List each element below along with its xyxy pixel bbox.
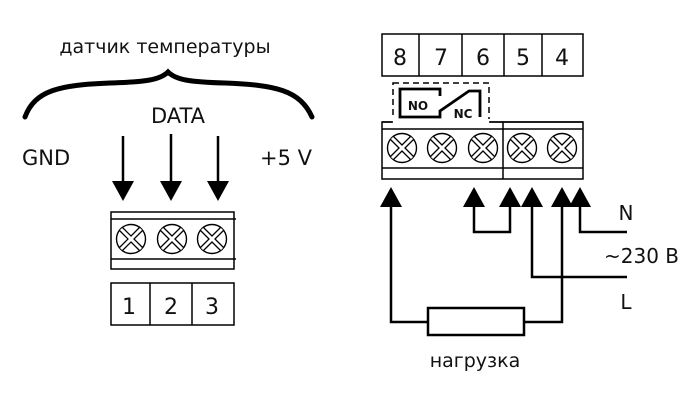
vcc-pin-label: +5 V	[260, 146, 313, 170]
arrow-up-icon	[463, 187, 485, 207]
sensor-title: датчик температуры	[59, 36, 270, 58]
terminal-number: 4	[555, 46, 569, 71]
relay-arrows	[380, 187, 591, 207]
screw-terminal-2	[158, 225, 187, 254]
terminal-number: 8	[393, 46, 407, 71]
arrow-up-icon	[380, 187, 402, 207]
relay-terminal-numbers: 8 7 6 5 4	[381, 33, 584, 77]
neutral-label: N	[619, 201, 634, 225]
load-label: нагрузка	[430, 350, 521, 372]
relay-contact-symbol: NO NC	[392, 82, 490, 124]
line-label: L	[620, 290, 632, 314]
sensor-terminal-numbers: 1 2 3	[110, 282, 235, 326]
curly-brace	[22, 68, 315, 120]
sensor-terminal-block	[110, 211, 236, 270]
wire-load-left	[389, 205, 428, 324]
wire-neutral-N	[578, 205, 627, 234]
arrow-up-icon	[551, 187, 573, 207]
arrow-down-gnd-icon	[112, 136, 134, 201]
gnd-pin-label: GND	[22, 146, 70, 170]
relay-wiring	[389, 205, 627, 324]
no-contact-label: NO	[408, 99, 428, 113]
screw-terminal-4	[548, 134, 577, 163]
arrow-down-data-icon	[160, 134, 182, 201]
load-resistor	[426, 306, 526, 337]
arrow-up-icon	[569, 187, 591, 207]
screw-terminal-7	[428, 134, 457, 163]
screw-terminal-3	[198, 225, 227, 254]
arrow-up-icon	[499, 187, 521, 207]
terminal-number: 2	[164, 295, 178, 320]
arrow-up-icon	[521, 187, 543, 207]
terminal-number: 1	[122, 295, 136, 320]
arrow-down-vcc-icon	[207, 136, 229, 201]
screw-terminal-5	[508, 134, 537, 163]
terminal-number: 5	[516, 46, 530, 71]
nc-contact-label: NC	[454, 107, 473, 121]
data-pin-label: DATA	[151, 104, 206, 128]
terminal-number: 7	[434, 46, 448, 71]
wire-line-L	[530, 205, 627, 279]
voltage-label: ~230 В	[604, 244, 679, 268]
terminal-number: 6	[476, 46, 490, 71]
screw-terminal-8	[388, 134, 417, 163]
screw-terminal-1	[117, 225, 146, 254]
terminal-number: 3	[205, 295, 219, 320]
relay-terminal-block	[381, 119, 584, 180]
wire-load-right	[524, 205, 564, 324]
wire-bridge-6-5	[472, 205, 512, 234]
screw-terminal-6	[469, 134, 498, 163]
sensor-arrows	[112, 134, 229, 201]
